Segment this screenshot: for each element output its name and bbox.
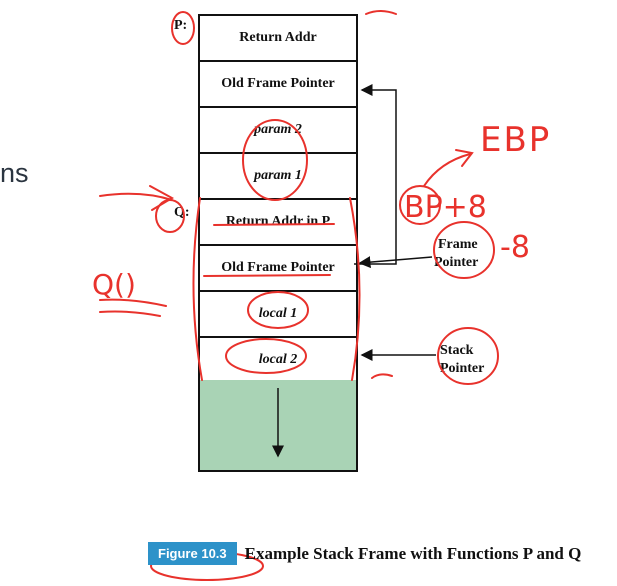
q-func-annotation: Q() — [92, 268, 136, 301]
stack-pointer-label-line1: Stack — [440, 343, 474, 358]
stack-cell-old-frame-pointer-p: Old Frame Pointer — [200, 62, 356, 108]
stack-cell-local-1: local 1 — [200, 292, 356, 338]
frame-pointer-label-line1: Frame — [438, 237, 478, 252]
q-frame-label: Q: — [174, 205, 190, 220]
bp-circle — [399, 185, 441, 225]
p-frame-label: P: — [174, 18, 188, 33]
frame-pointer-circle — [433, 221, 495, 279]
params-circle — [242, 119, 308, 201]
bp-plus-annotation: BP+8 — [404, 190, 487, 225]
handwritten-annotations — [99, 10, 499, 581]
frame-link-arrow — [354, 84, 397, 265]
frame-stack-scribble — [99, 298, 167, 317]
stack-pointer-hook — [371, 373, 393, 379]
figure-number-badge: Figure 10.3 — [148, 542, 237, 565]
stack-cell-return-addr: Return Addr — [200, 16, 356, 62]
figure-caption: Figure 10.3 Example Stack Frame with Fun… — [148, 542, 581, 565]
stack-cell-param-2: param 2 — [200, 108, 356, 154]
frame-pointer-label-line2: Pointer — [434, 255, 479, 270]
stack-pointer-label-line2: Pointer — [440, 361, 485, 376]
q-arrow-stroke — [99, 185, 175, 211]
local2-circle — [225, 338, 307, 374]
stack-cell-param-1: param 1 — [200, 154, 356, 200]
top-mark-stroke — [365, 10, 397, 15]
figure-title: Example Stack Frame with Functions P and… — [244, 543, 582, 563]
local1-circle — [247, 291, 309, 329]
stack-diagram: Return Addr Old Frame Pointer param 2 pa… — [198, 14, 358, 384]
stack-pointer-circle — [437, 327, 499, 385]
ebp-annotation: EBP — [480, 120, 552, 160]
frame-pointer-arrow — [358, 256, 433, 269]
slide-text-fragment: ns — [0, 158, 29, 188]
q-frame-bracket — [192, 197, 361, 381]
return-addr-underline — [213, 223, 335, 226]
minus-8-annotation: -8 — [500, 230, 530, 265]
old-frame-pointer-underline — [203, 274, 331, 277]
stack-cell-return-addr-in-p: Return Addr in P — [200, 200, 356, 246]
p-circle — [171, 11, 195, 45]
ebp-arrow — [423, 149, 474, 187]
